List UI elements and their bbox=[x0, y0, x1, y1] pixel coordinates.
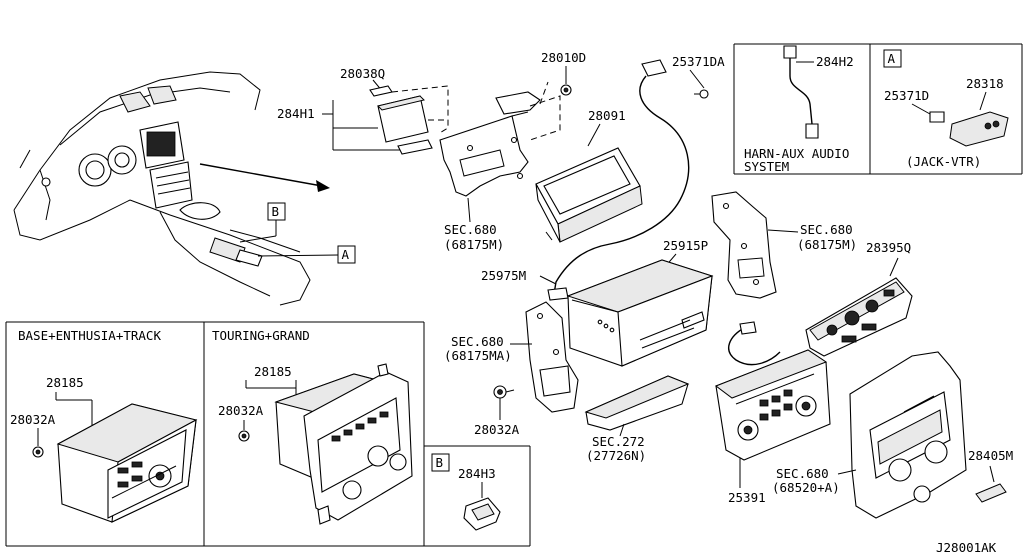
bracket-lower-sec680: SEC.680 (68175MA) bbox=[444, 301, 579, 413]
callout-284h1: 284H1 bbox=[277, 106, 315, 121]
part-28032a-mid: 28032A bbox=[474, 385, 520, 437]
callout-284h3: 284H3 bbox=[458, 466, 496, 481]
part-28405m: 28405M bbox=[968, 448, 1013, 503]
callout-25915p: 25915P bbox=[663, 238, 708, 253]
harness-caption-2: SYSTEM bbox=[744, 159, 789, 174]
callout-28091: 28091 bbox=[588, 108, 626, 123]
bottom-panels-frame bbox=[5, 321, 531, 547]
callout-sec680-c-sub: (68175MA) bbox=[444, 348, 512, 363]
callout-sec272: SEC.272 bbox=[592, 434, 645, 449]
callout-25371da: 25371DA bbox=[672, 54, 725, 69]
part-28010d: 28010D bbox=[541, 50, 586, 96]
marker-a-label: A bbox=[342, 247, 350, 262]
sec680-label-a: SEC.680 (68175M) bbox=[444, 197, 504, 252]
panel-b-marker: B bbox=[436, 455, 444, 470]
panel-base-title: BASE+ENTHUSIA+TRACK bbox=[18, 328, 161, 343]
callout-sec680-d-sub: (68520+A) bbox=[772, 480, 840, 495]
nav-bracket bbox=[439, 81, 561, 197]
panel-touring-unit-callout: 28185 bbox=[254, 364, 292, 379]
panel-touring: TOURING+GRAND 28185 28032A bbox=[212, 328, 413, 525]
callout-sec680-b: SEC.680 bbox=[800, 222, 853, 237]
callout-sec680-a-sub: (68175M) bbox=[444, 237, 504, 252]
panel-base-screw-callout: 28032A bbox=[10, 412, 56, 427]
direction-arrow bbox=[199, 163, 330, 192]
diagram-code: J28001AK bbox=[936, 540, 997, 555]
jack-caption: (JACK-VTR) bbox=[906, 154, 981, 169]
dashboard-illustration bbox=[13, 71, 311, 306]
callout-28032a-mid: 28032A bbox=[474, 422, 520, 437]
module-sec272: SEC.272 (27726N) bbox=[584, 375, 690, 463]
part-25915p-unit: 25915P bbox=[566, 238, 714, 367]
inset-harness: 284H2 HARN-AUX AUDIO SYSTEM bbox=[733, 43, 1023, 175]
callout-284h2: 284H2 bbox=[816, 54, 854, 69]
callout-sec680-b-sub: (68175M) bbox=[797, 237, 857, 252]
marker-b-dash: B bbox=[239, 202, 286, 243]
marker-a-dash: A bbox=[257, 245, 356, 264]
inset-jack: A 25371D 28318 (JACK-VTR) bbox=[883, 49, 1009, 169]
callout-25391: 25391 bbox=[728, 490, 766, 505]
part-25371da: 25371DA bbox=[547, 54, 725, 301]
callout-25975m: 25975M bbox=[481, 268, 526, 283]
callout-sec680-d: SEC.680 bbox=[776, 466, 829, 481]
callout-25975m-group: 25975M bbox=[481, 268, 557, 285]
inset-jack-marker: A bbox=[888, 51, 896, 66]
panel-base-unit-callout: 28185 bbox=[46, 375, 84, 390]
part-28091-display: 28091 bbox=[535, 108, 643, 243]
part-28395q-switch: 28395Q bbox=[805, 240, 913, 357]
panel-touring-title: TOURING+GRAND bbox=[212, 328, 310, 343]
callout-28010d: 28010D bbox=[541, 50, 586, 65]
panel-b: B 284H3 bbox=[431, 453, 501, 531]
marker-b-label: B bbox=[272, 204, 280, 219]
callout-28395q: 28395Q bbox=[866, 240, 911, 255]
callout-sec680-c: SEC.680 bbox=[451, 334, 504, 349]
harness-caption-1: HARN-AUX AUDIO bbox=[744, 146, 849, 161]
finisher-sec680: SEC.680 (68520+A) bbox=[772, 351, 967, 519]
part-284h1-group: 28038Q 284H1 bbox=[277, 66, 449, 155]
callout-28038q: 28038Q bbox=[340, 66, 385, 81]
panel-touring-screw-callout: 28032A bbox=[218, 403, 264, 418]
callout-sec680-a: SEC.680 bbox=[444, 222, 497, 237]
part-25391-control: 25391 bbox=[714, 321, 831, 505]
callout-28405m: 28405M bbox=[968, 448, 1013, 463]
panel-base: BASE+ENTHUSIA+TRACK 28185 28032A bbox=[10, 328, 198, 523]
callout-25371d: 25371D bbox=[884, 88, 929, 103]
bracket-right-sec680: SEC.680 (68175M) bbox=[711, 191, 857, 299]
callout-28318: 28318 bbox=[966, 76, 1004, 91]
callout-sec272-sub: (27726N) bbox=[586, 448, 646, 463]
